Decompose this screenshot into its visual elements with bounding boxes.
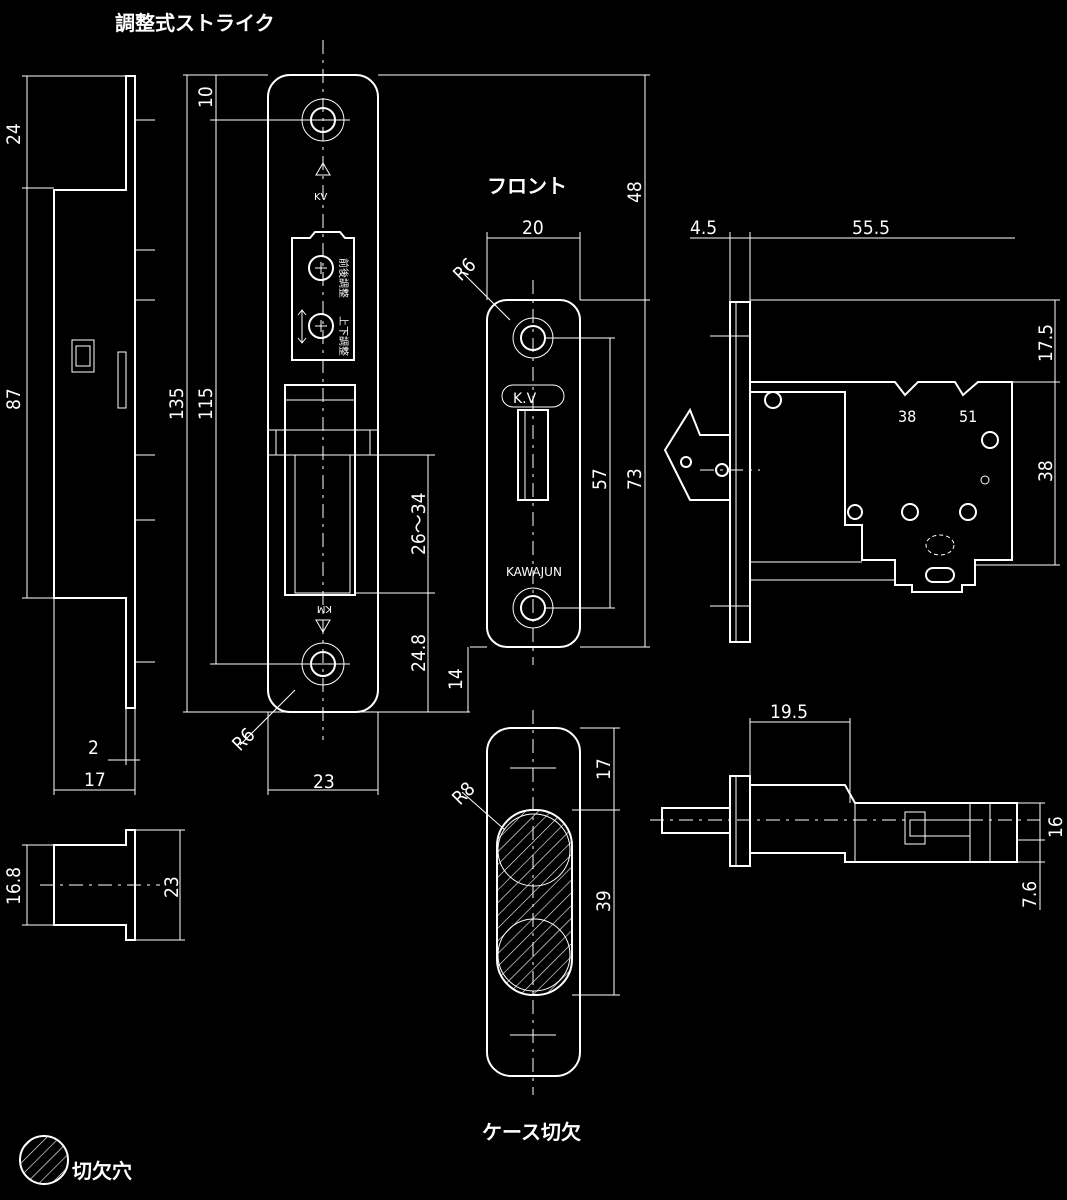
latch-side-view bbox=[663, 232, 1060, 643]
dim-r8: R8 bbox=[448, 778, 480, 810]
strike-front-view bbox=[183, 40, 650, 795]
dim-16: 16 bbox=[1045, 816, 1067, 838]
label-38: 38 bbox=[898, 407, 916, 426]
dim-115: 115 bbox=[195, 387, 217, 420]
dim-73: 73 bbox=[624, 468, 646, 490]
dim-16-8: 16.8 bbox=[3, 867, 25, 905]
strike-side-view bbox=[22, 75, 155, 795]
dim-17-side: 17 bbox=[84, 769, 106, 791]
dim-10: 10 bbox=[195, 86, 217, 108]
dim-23-small: 23 bbox=[161, 876, 183, 898]
strike-small-part bbox=[22, 829, 185, 941]
dim-17-5: 17.5 bbox=[1035, 324, 1057, 362]
dim-r6-strike: R6 bbox=[228, 724, 260, 756]
dim-2: 2 bbox=[88, 737, 99, 759]
front-kv-label: K.V bbox=[513, 391, 537, 407]
dim-19-5: 19.5 bbox=[770, 701, 808, 723]
dim-4-5: 4.5 bbox=[690, 217, 717, 239]
case-cutout-title: ケース切欠 bbox=[482, 1120, 581, 1144]
latch-bottom-view bbox=[650, 718, 1045, 910]
dim-39: 39 bbox=[593, 890, 615, 912]
dim-55-5: 55.5 bbox=[852, 217, 890, 239]
dim-24-8: 24.8 bbox=[408, 634, 430, 672]
front-plate-view bbox=[461, 75, 650, 712]
dim-24: 24 bbox=[3, 123, 25, 145]
dim-48: 48 bbox=[624, 181, 646, 203]
brand-label: KAWAJUN bbox=[506, 565, 562, 579]
legend-hatch-icon bbox=[19, 1135, 69, 1185]
strike-title: 調整式ストライク bbox=[115, 11, 275, 35]
adj-front-back-label: 前後調整 bbox=[337, 258, 350, 298]
kv-label: KV bbox=[314, 192, 328, 203]
dim-23-strike: 23 bbox=[313, 771, 335, 793]
case-cutout-view bbox=[461, 710, 620, 1095]
km-label: KM bbox=[317, 603, 332, 614]
legend-label: 切欠穴 bbox=[72, 1159, 132, 1183]
dim-57: 57 bbox=[589, 468, 611, 490]
dim-r6-front: R6 bbox=[449, 254, 481, 286]
label-51: 51 bbox=[959, 407, 977, 426]
adj-up-down-label: 上下調整 bbox=[337, 316, 350, 356]
dim-135: 135 bbox=[166, 387, 188, 420]
dim-14: 14 bbox=[445, 668, 467, 690]
dim-26-34: 26〜34 bbox=[408, 493, 430, 556]
dim-7-6: 7.6 bbox=[1019, 881, 1041, 908]
front-title: フロント bbox=[487, 174, 567, 198]
dim-38-right: 38 bbox=[1035, 460, 1057, 482]
dim-87: 87 bbox=[3, 388, 25, 410]
dim-17-cut: 17 bbox=[593, 758, 615, 780]
dim-20: 20 bbox=[522, 217, 544, 239]
